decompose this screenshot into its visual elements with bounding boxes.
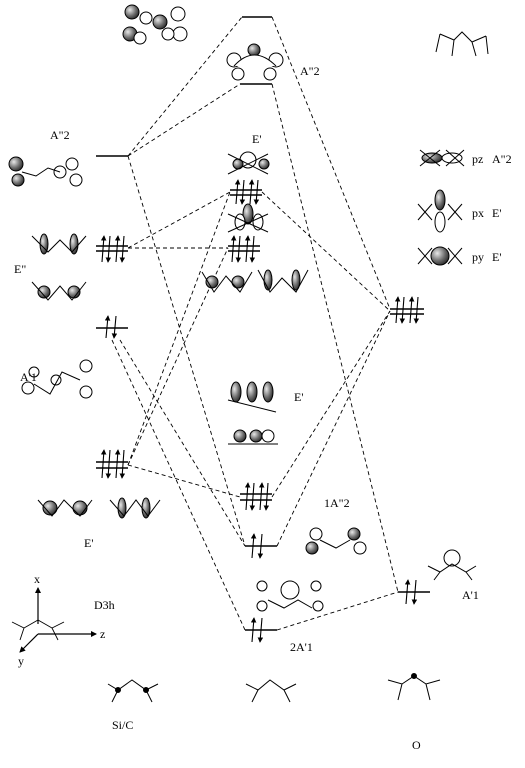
label-left-e1: E' (84, 536, 94, 550)
fragment-o (387, 673, 441, 701)
label-right-pz: pz (472, 152, 484, 166)
label-right-px-sym: E' (492, 206, 502, 220)
axis-y-arrow (19, 633, 39, 653)
label-center-e1-top: E' (252, 132, 262, 146)
orbital-pictures (8, 4, 489, 612)
orbital-center-e1-top (227, 151, 270, 175)
label-left-a2: A"2 (50, 128, 70, 142)
orbital-left-e2 (31, 233, 87, 301)
label-left-e2: E" (14, 262, 27, 276)
label-center-1a2: 1A"2 (324, 496, 350, 510)
orbital-center-top (226, 43, 284, 81)
label-center-e1-mid: E' (294, 390, 304, 404)
orbital-right-pz (419, 149, 465, 167)
fragment-center (245, 679, 297, 703)
orbital-2a1 (256, 580, 324, 612)
label-center-2a1: 2A'1 (290, 640, 313, 654)
correlation-lines (111, 16, 399, 631)
orbital-center-e1-mid (227, 203, 269, 233)
orbital-center-e1-lobes (227, 381, 278, 445)
orbital-1a2 (305, 527, 367, 555)
axes (11, 587, 97, 653)
fragment-si-c (107, 679, 159, 703)
label-right-a1: A'1 (462, 588, 479, 602)
skeleton-top-right (435, 31, 489, 57)
orbital-left-a2 (8, 156, 83, 187)
label-axis-x: x (34, 572, 40, 586)
label-fragment-o: O (412, 738, 421, 752)
label-symmetry: D3h (94, 598, 115, 612)
orbital-left-a1 (21, 359, 93, 399)
orbital-right-a1 (427, 549, 477, 581)
label-right-pz-sym: A"2 (492, 152, 512, 166)
orbital-right-py (417, 246, 463, 266)
label-right-py-sym: E' (492, 250, 502, 264)
fragments (107, 673, 441, 703)
energy-levels (96, 16, 430, 631)
label-fragment-si-c: Si/C (112, 718, 134, 732)
orbital-left-e1-bottom (37, 497, 161, 519)
orbital-center-e2 (201, 269, 309, 293)
label-center-a2: A"2 (300, 64, 320, 78)
label-left-a1: A'1 (20, 370, 37, 384)
orbital-right-px (417, 189, 463, 233)
label-axis-y: y (18, 654, 24, 668)
label-right-py: py (472, 250, 484, 264)
orbital-top-left (122, 4, 188, 45)
label-right-px: px (472, 206, 484, 220)
axis-molecule (11, 619, 65, 641)
electrons (100, 179, 420, 643)
label-axis-z: z (100, 627, 106, 641)
